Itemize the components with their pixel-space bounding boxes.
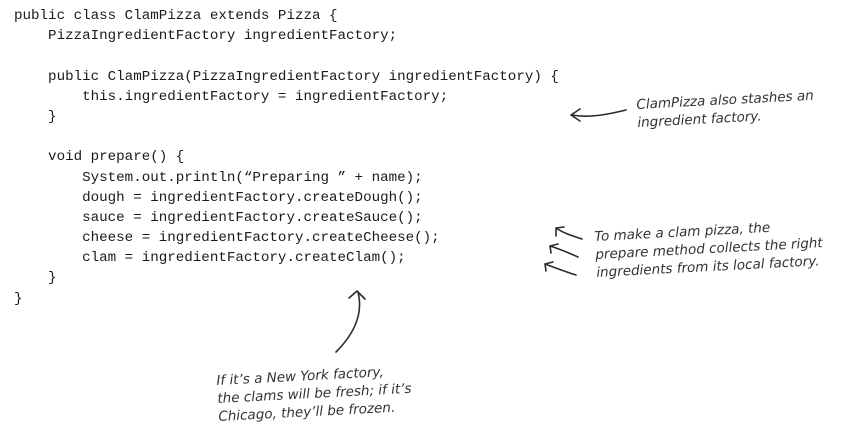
arrow-prepare-1-icon	[555, 226, 583, 240]
code-line: }	[14, 108, 57, 125]
code-line: void prepare() {	[14, 149, 185, 166]
arrow-factory-icon	[570, 108, 627, 122]
arrow-prepare-2-icon	[549, 243, 579, 258]
code-line: public class ClamPizza extends Pizza {	[14, 8, 338, 24]
code-line: PizzaIngredientFactory ingredientFactory…	[14, 28, 398, 45]
arrow-prepare-3-icon	[544, 261, 577, 276]
code-line: }	[14, 290, 23, 307]
code-line: dough = ingredientFactory.createDough();	[14, 189, 423, 206]
arrow-clam-icon	[335, 290, 366, 353]
code-line: this.ingredientFactory = ingredientFacto…	[14, 88, 449, 105]
code-line: public ClamPizza(PizzaIngredientFactory …	[14, 68, 559, 85]
code-line: cheese = ingredientFactory.createCheese(…	[14, 230, 440, 247]
code-line: sauce = ingredientFactory.createSauce();	[14, 209, 423, 226]
code-line: }	[14, 270, 57, 287]
code-line: System.out.println(“Preparing ” + name);	[14, 169, 423, 186]
code-line: clam = ingredientFactory.createClam();	[14, 250, 406, 267]
code-listing: public class ClamPizza extends Pizza { P…	[14, 6, 559, 309]
